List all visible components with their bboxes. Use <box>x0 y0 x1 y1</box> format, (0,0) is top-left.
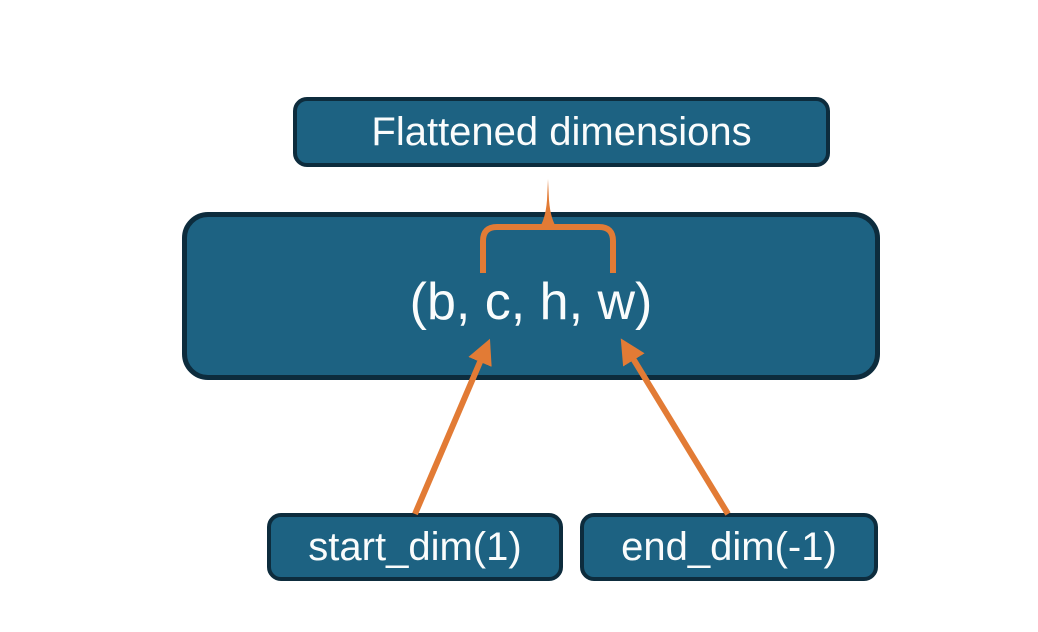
flattened-dimensions-label: Flattened dimensions <box>371 110 752 154</box>
node-end-dim: end_dim(-1) <box>580 513 878 581</box>
tensor-shape-label: (b, c, h, w) <box>409 273 653 331</box>
node-flattened-dimensions: Flattened dimensions <box>293 97 830 167</box>
start-dim-label: start_dim(1) <box>308 525 522 569</box>
node-start-dim: start_dim(1) <box>267 513 563 581</box>
node-tensor-shape: (b, c, h, w) <box>182 212 880 380</box>
end-dim-label: end_dim(-1) <box>621 525 837 569</box>
